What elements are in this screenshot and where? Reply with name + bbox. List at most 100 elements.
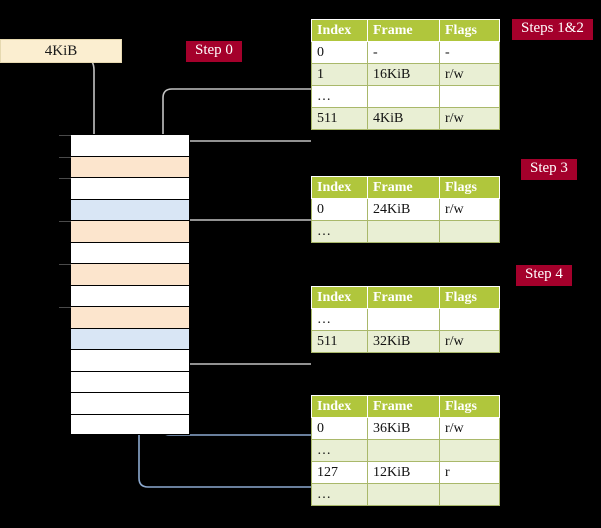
memory-row-tick <box>59 178 71 179</box>
cell-frame: 4KiB <box>367 107 440 130</box>
column-header-index: Index <box>311 395 368 418</box>
cell-flags: r/w <box>439 63 500 86</box>
cell-index: … <box>311 85 368 108</box>
cell-index: … <box>311 483 368 506</box>
column-header-index: Index <box>311 19 368 42</box>
cell-flags: r/w <box>439 198 500 221</box>
cell-index: 0 <box>311 417 368 440</box>
memory-frame-row <box>59 134 190 156</box>
source-frame-label: 4KiB <box>44 43 78 59</box>
cell-flags <box>439 483 500 506</box>
cell-frame <box>367 439 440 462</box>
memory-frame-row <box>59 263 190 285</box>
column-header-flags: Flags <box>439 286 500 309</box>
cell-index: 511 <box>311 330 368 353</box>
memory-frame-row <box>70 198 190 220</box>
cell-flags: r/w <box>439 330 500 353</box>
cell-flags: r/w <box>439 417 500 440</box>
cell-index: … <box>311 220 368 243</box>
cell-flags <box>439 220 500 243</box>
badge-label: Step 3 <box>530 160 568 176</box>
cell-frame <box>367 220 440 243</box>
memory-frame-row <box>59 306 190 328</box>
cell-flags: - <box>439 41 500 64</box>
column-header-frame: Frame <box>367 286 440 309</box>
table-row: … <box>311 85 500 108</box>
memory-row-tick <box>59 156 71 158</box>
badge-steps-1-2: Steps 1&2 <box>512 19 593 40</box>
cell-frame <box>367 483 440 506</box>
column-header-index: Index <box>311 286 368 309</box>
cell-frame <box>367 308 440 331</box>
column-header-frame: Frame <box>367 395 440 418</box>
cell-flags <box>439 308 500 331</box>
memory-frame-row <box>70 327 190 349</box>
memory-frame-row <box>59 220 190 242</box>
column-header-index: Index <box>311 176 368 199</box>
memory-row-tick <box>59 135 71 136</box>
cell-index: 1 <box>311 63 368 86</box>
cell-frame: 32KiB <box>367 330 440 353</box>
cell-flags <box>439 439 500 462</box>
table-row: … <box>311 483 500 506</box>
memory-row-tick <box>59 221 71 222</box>
cell-frame: 24KiB <box>367 198 440 221</box>
cell-frame: - <box>367 41 440 64</box>
badge-label: Steps 1&2 <box>521 20 584 36</box>
cell-frame: 12KiB <box>367 461 440 484</box>
badge-label: Step 4 <box>525 266 563 282</box>
wire-memory-to-table2 <box>175 219 311 242</box>
memory-frame-row <box>70 349 190 371</box>
memory-frame-row <box>59 177 190 199</box>
table-row: … <box>311 439 500 462</box>
memory-frame-row <box>70 413 190 435</box>
table-row: 0-- <box>311 41 500 64</box>
column-header-flags: Flags <box>439 395 500 418</box>
cell-frame: 16KiB <box>367 63 440 86</box>
cell-index: … <box>311 308 368 331</box>
memory-frame-row <box>70 241 190 263</box>
cell-index: 0 <box>311 41 368 64</box>
table-row: … <box>311 220 500 243</box>
badge-step-4: Step 4 <box>516 265 572 286</box>
cell-frame <box>367 85 440 108</box>
badge-label: Step 0 <box>195 42 233 58</box>
memory-row-tick <box>59 307 71 308</box>
cell-index: 127 <box>311 461 368 484</box>
cell-index: … <box>311 439 368 462</box>
cell-frame: 36KiB <box>367 417 440 440</box>
badge-step-0: Step 0 <box>186 41 242 62</box>
cell-index: 511 <box>311 107 368 130</box>
badge-step-3: Step 3 <box>521 159 577 180</box>
source-frame-box: 4KiB <box>0 39 122 63</box>
column-header-flags: Flags <box>439 19 500 42</box>
table-row: … <box>311 308 500 331</box>
memory-frame-row <box>59 155 190 177</box>
column-header-frame: Frame <box>367 19 440 42</box>
memory-frame-row <box>70 284 190 306</box>
memory-frame-row <box>70 370 190 392</box>
cell-flags: r <box>439 461 500 484</box>
cell-flags: r/w <box>439 107 500 130</box>
memory-frame-row <box>70 392 190 414</box>
column-header-flags: Flags <box>439 176 500 199</box>
cell-flags <box>439 85 500 108</box>
column-header-frame: Frame <box>367 176 440 199</box>
physical-memory-column <box>59 134 190 435</box>
cell-index: 0 <box>311 198 368 221</box>
